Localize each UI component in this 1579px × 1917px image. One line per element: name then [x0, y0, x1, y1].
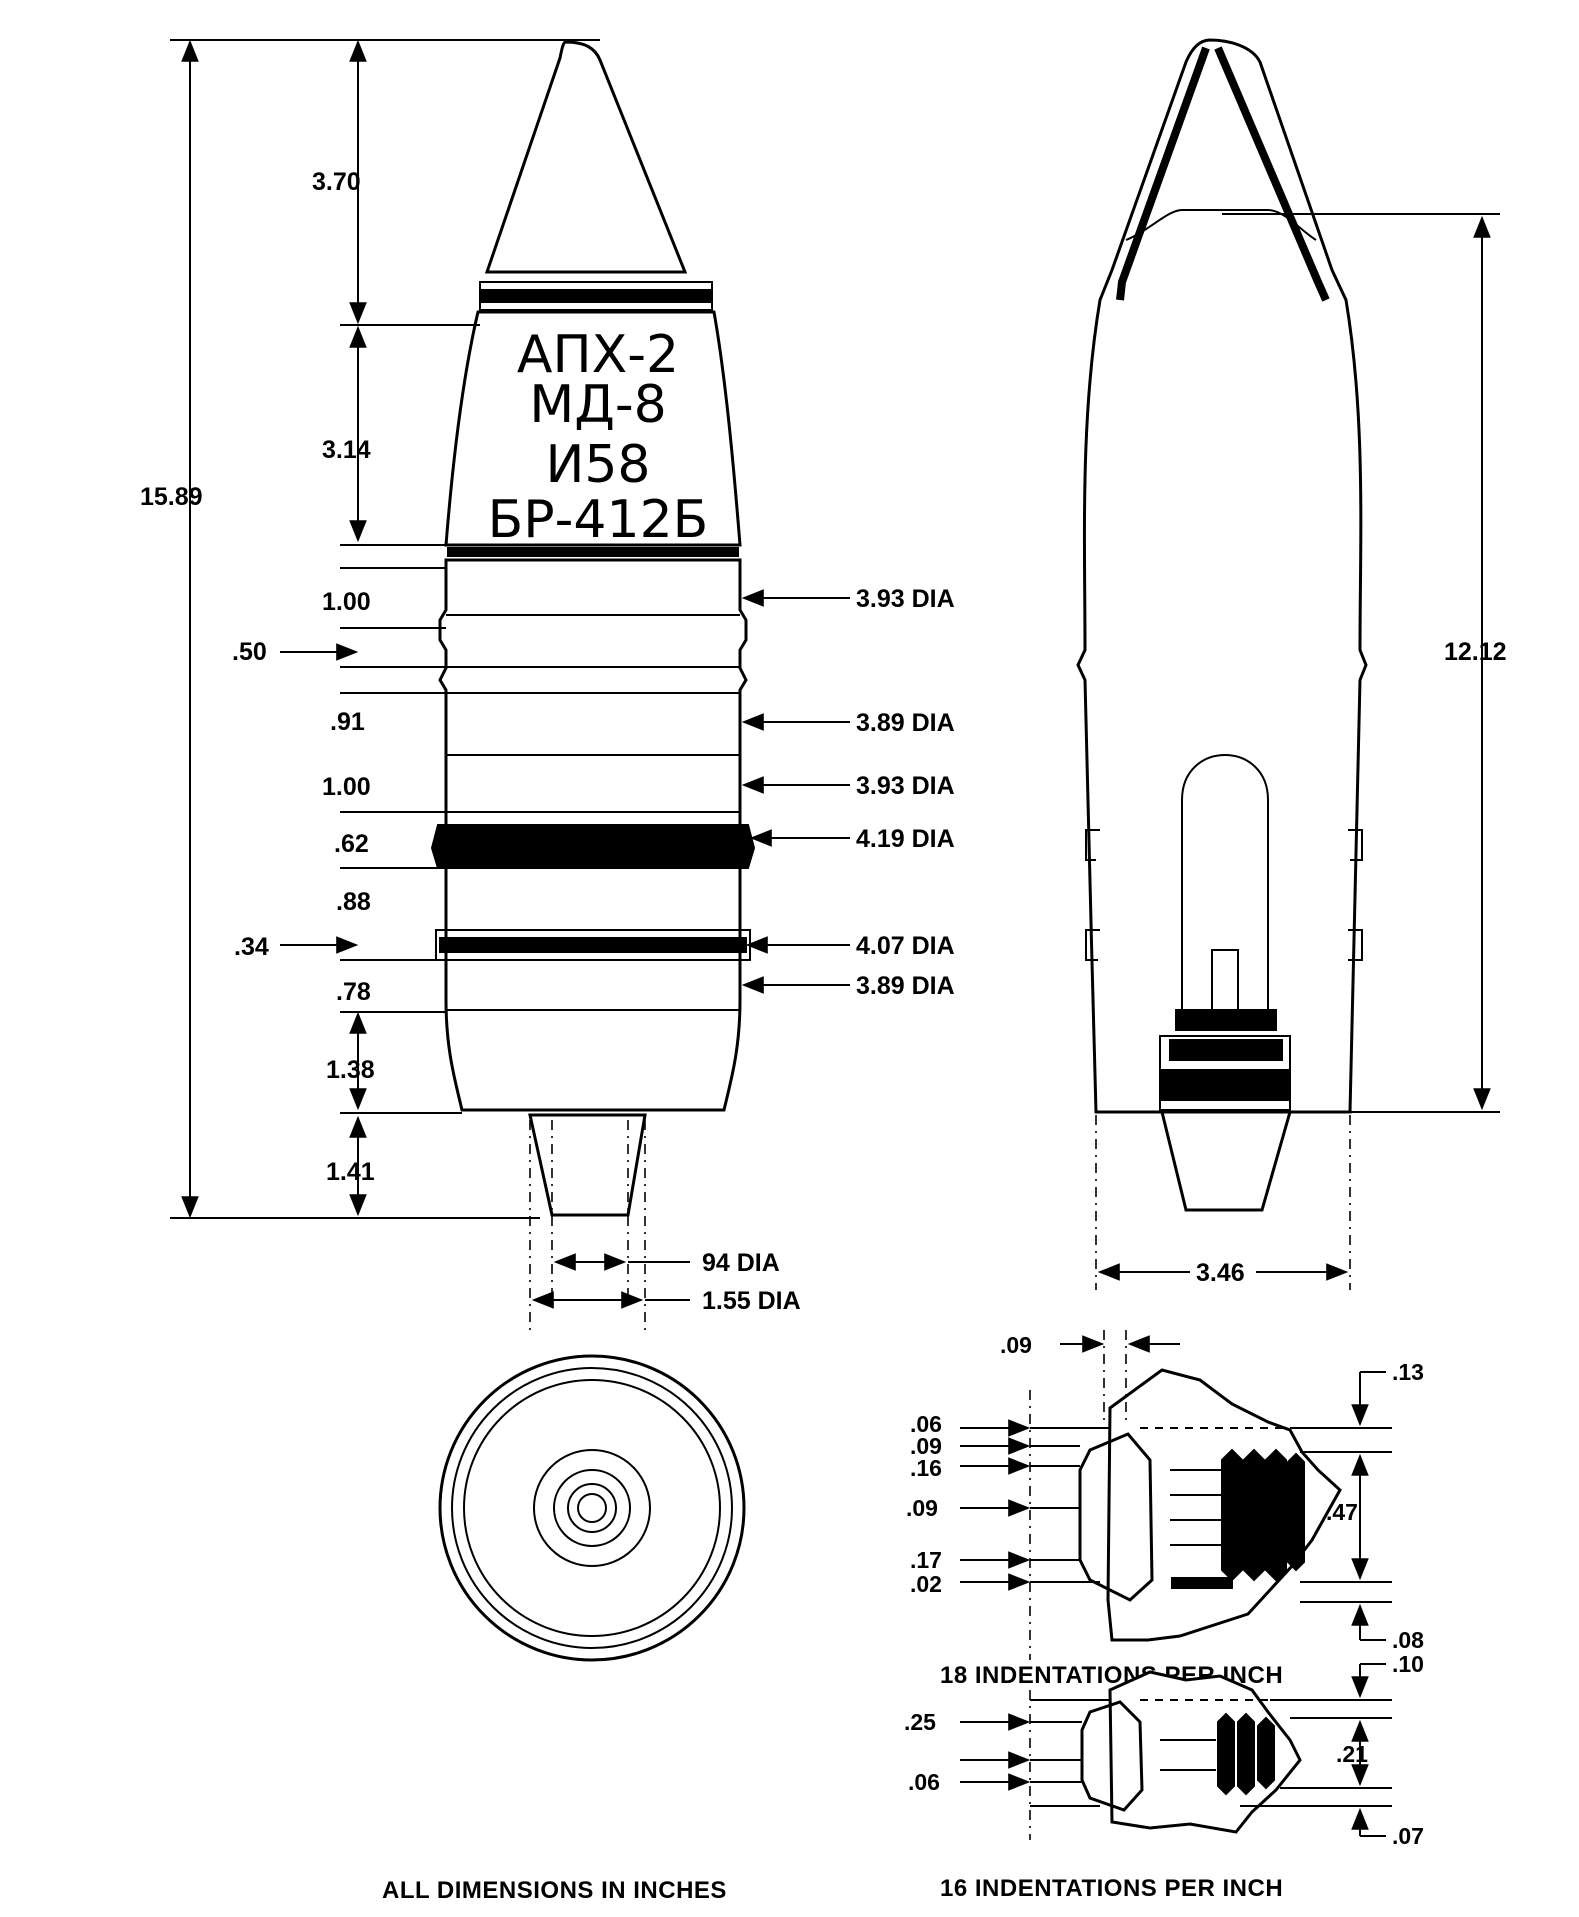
nose-length-label: 3.70 [312, 168, 361, 196]
base-dia-outer-label: 1.55 DIA [702, 1287, 801, 1315]
segment-label-1: 1.00 [322, 588, 371, 616]
segment-label-6: .88 [336, 888, 371, 916]
detail-18-right-2: .08 [1392, 1627, 1424, 1653]
ogive-length-label: 3.14 [322, 436, 371, 464]
detail-18-top-1: .09 [1000, 1332, 1032, 1358]
segment-label-9: 1.38 [326, 1056, 375, 1084]
detail-16-left-1: .25 [904, 1709, 936, 1735]
dimensions-note: ALL DIMENSIONS IN INCHES [382, 1877, 727, 1904]
base-dia-inner-label: 94 DIA [702, 1249, 780, 1277]
side-view-dimension-labels: 15.89 3.70 3.14 1.00 .50 .91 1.00 .62 .8… [140, 168, 375, 1186]
segment-label-5: .62 [334, 830, 369, 858]
detail-18-left-3: .16 [910, 1455, 942, 1481]
marking-line-2: МД-8 [529, 375, 666, 435]
section-view-dimensions: 12.12 3.46 [1095, 213, 1507, 1290]
detail-16-caption: 16 INDENTATIONS PER INCH [940, 1875, 1283, 1902]
detail-16-indentations: .10 .21 .07 .25 .06 16 INDENTATIONS PER … [904, 1651, 1424, 1902]
side-view [430, 40, 756, 1217]
detail-18-left-4: .09 [906, 1495, 938, 1521]
detail-18-right-1: .47 [1326, 1499, 1358, 1525]
segment-label-3: .91 [330, 708, 365, 736]
detail-18-left-6: .02 [910, 1571, 942, 1597]
base-width-label: 3.46 [1196, 1259, 1245, 1287]
dia-callout-1: 3.93 DIA [856, 585, 955, 613]
base-diameter-dimensions: 94 DIA 1.55 DIA [529, 1120, 801, 1330]
marking-line-3: И58 [545, 435, 650, 495]
dia-callout-4: 4.19 DIA [856, 825, 955, 853]
side-view-dimension-lines [170, 39, 600, 1219]
detail-18-left-5: .17 [910, 1547, 942, 1573]
projectile-markings: АПХ-2 МД-8 И58 БР-412Б [488, 325, 709, 550]
dia-callout-5: 4.07 DIA [856, 932, 955, 960]
section-view [1076, 38, 1368, 1212]
detail-16-right-2: .21 [1336, 1741, 1368, 1767]
detail-18-left-1: .06 [910, 1411, 942, 1437]
marking-line-1: АПХ-2 [517, 325, 679, 385]
detail-18-top-2: .13 [1392, 1359, 1424, 1385]
segment-label-7: .34 [234, 933, 269, 961]
segment-label-8: .78 [336, 978, 371, 1006]
cavity-length-label: 12.12 [1444, 638, 1507, 666]
dia-callout-2: 3.89 DIA [856, 709, 955, 737]
detail-16-right-3: .07 [1392, 1823, 1424, 1849]
detail-16-left-2: .06 [908, 1769, 940, 1795]
base-end-view [438, 1354, 746, 1662]
marking-line-4: БР-412Б [488, 490, 709, 550]
dia-callout-6: 3.89 DIA [856, 972, 955, 1000]
segment-label-2: .50 [232, 638, 267, 666]
diameter-callouts: 3.93 DIA 3.89 DIA 3.93 DIA 4.19 DIA 4.07… [741, 585, 955, 1000]
overall-length-label: 15.89 [140, 483, 203, 511]
segment-label-10: 1.41 [326, 1158, 375, 1186]
detail-18-indentations: .09 .13 .06 .09 .16 .09 .17 .02 .47 .08 … [906, 1330, 1424, 1689]
detail-18-left-2: .09 [910, 1433, 942, 1459]
dia-callout-3: 3.93 DIA [856, 772, 955, 800]
detail-16-right-1: .10 [1392, 1651, 1424, 1677]
segment-label-4: 1.00 [322, 773, 371, 801]
